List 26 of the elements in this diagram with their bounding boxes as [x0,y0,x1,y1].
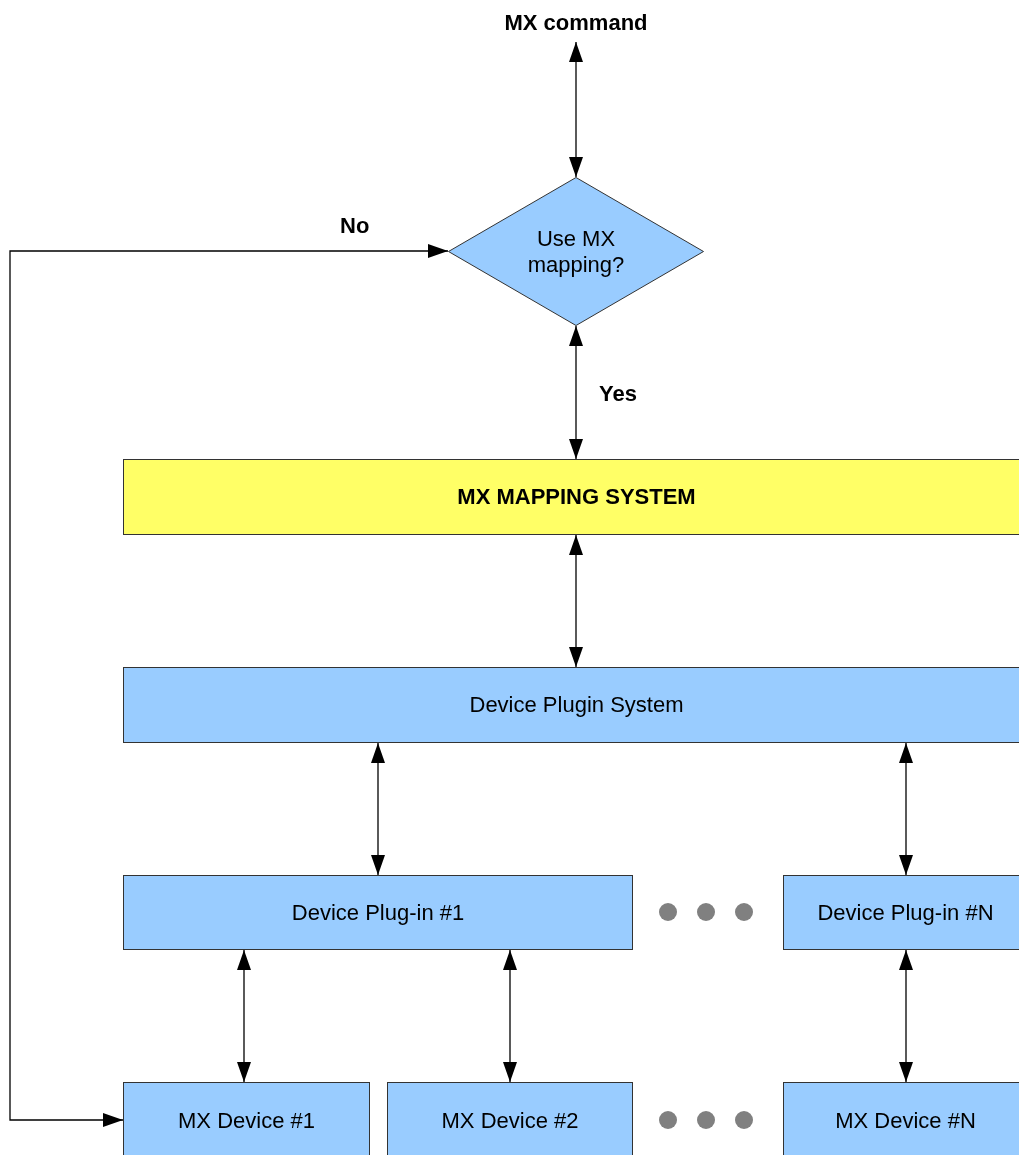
node-label: MX Device #N [835,1107,976,1134]
node-label: MX MAPPING SYSTEM [457,484,696,510]
arrow [569,41,583,178]
node-label: Device Plug-in #N [817,899,994,926]
arrow [237,949,251,1083]
process-box [387,1082,633,1155]
process-box [783,875,1019,950]
arrow [899,949,913,1083]
process-box [123,667,1019,743]
arrow [371,742,385,876]
process-box [123,875,633,950]
process-box [123,459,1019,535]
arrow [569,325,583,460]
arrow [899,742,913,876]
process-box [783,1082,1019,1155]
node-label: MX Device #2 [441,1107,579,1134]
node-label: MX Device #1 [178,1107,315,1134]
process-box [123,1082,370,1155]
node-label: MX command [504,10,648,36]
arrow [503,949,517,1083]
decision-diamond [448,177,704,326]
arrow [9,244,449,1127]
arrow [569,534,583,668]
node-label: Device Plug-in #1 [291,899,465,926]
node-label: Use MX mapping? [526,225,626,278]
node-label: Device Plugin System [469,692,684,718]
